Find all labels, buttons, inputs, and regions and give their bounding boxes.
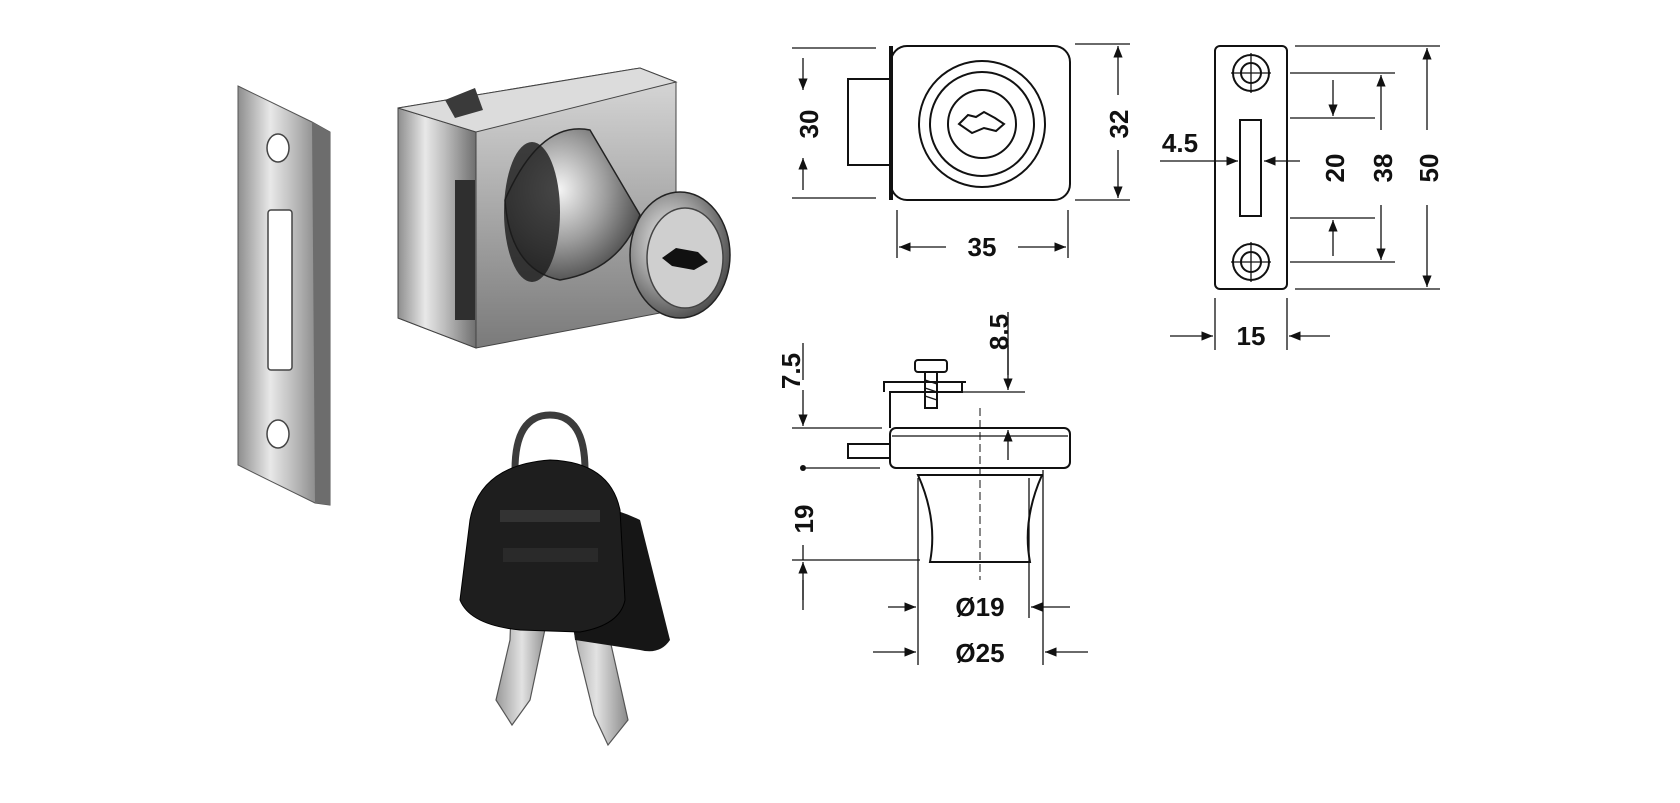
dim-bracket-offset: 8.5 <box>984 314 1014 350</box>
bolt-outline <box>847 443 891 459</box>
screw-hole-icon <box>266 419 290 449</box>
dim-glass-gap: 7.5 <box>776 353 806 389</box>
dim-height-left: 30 <box>794 110 824 139</box>
keyhole-icon <box>662 248 708 270</box>
lock-body-photo <box>397 67 731 349</box>
dim-slot-offset: 4.5 <box>1162 128 1198 158</box>
dim-width: 35 <box>968 232 997 262</box>
keyhole-icon <box>957 110 1006 135</box>
knob-outer-icon <box>918 60 1046 188</box>
dim-base-diameter: Ø25 <box>955 638 1004 668</box>
keys-photo <box>459 411 670 747</box>
latch-slot-icon <box>1239 119 1262 217</box>
latch-slot-icon <box>267 209 293 371</box>
strike-plate-outline <box>1214 45 1288 290</box>
dim-height-right: 32 <box>1104 110 1134 139</box>
dim-knob-height: 19 <box>789 505 819 534</box>
bolt-outline <box>847 78 892 166</box>
screw-hole-icon <box>266 133 290 163</box>
side-view-drawing: 8.5 7.5 19 Ø19 Ø25 <box>776 312 1088 668</box>
screw-head-icon <box>914 359 948 373</box>
dim-knob-diameter: Ø19 <box>955 592 1004 622</box>
knob-outline-icon <box>916 474 1044 563</box>
front-view-drawing: 30 32 35 <box>792 43 1134 262</box>
dim-plate-width: 15 <box>1237 321 1266 351</box>
dim-total-height: 50 <box>1414 154 1444 183</box>
dim-slot-length: 20 <box>1320 154 1350 183</box>
strike-plate-photo <box>237 85 331 506</box>
dim-hole-spacing: 38 <box>1368 154 1398 183</box>
key-ring-icon <box>511 411 589 471</box>
strike-plate-drawing: 4.5 20 38 50 15 <box>1160 45 1444 351</box>
